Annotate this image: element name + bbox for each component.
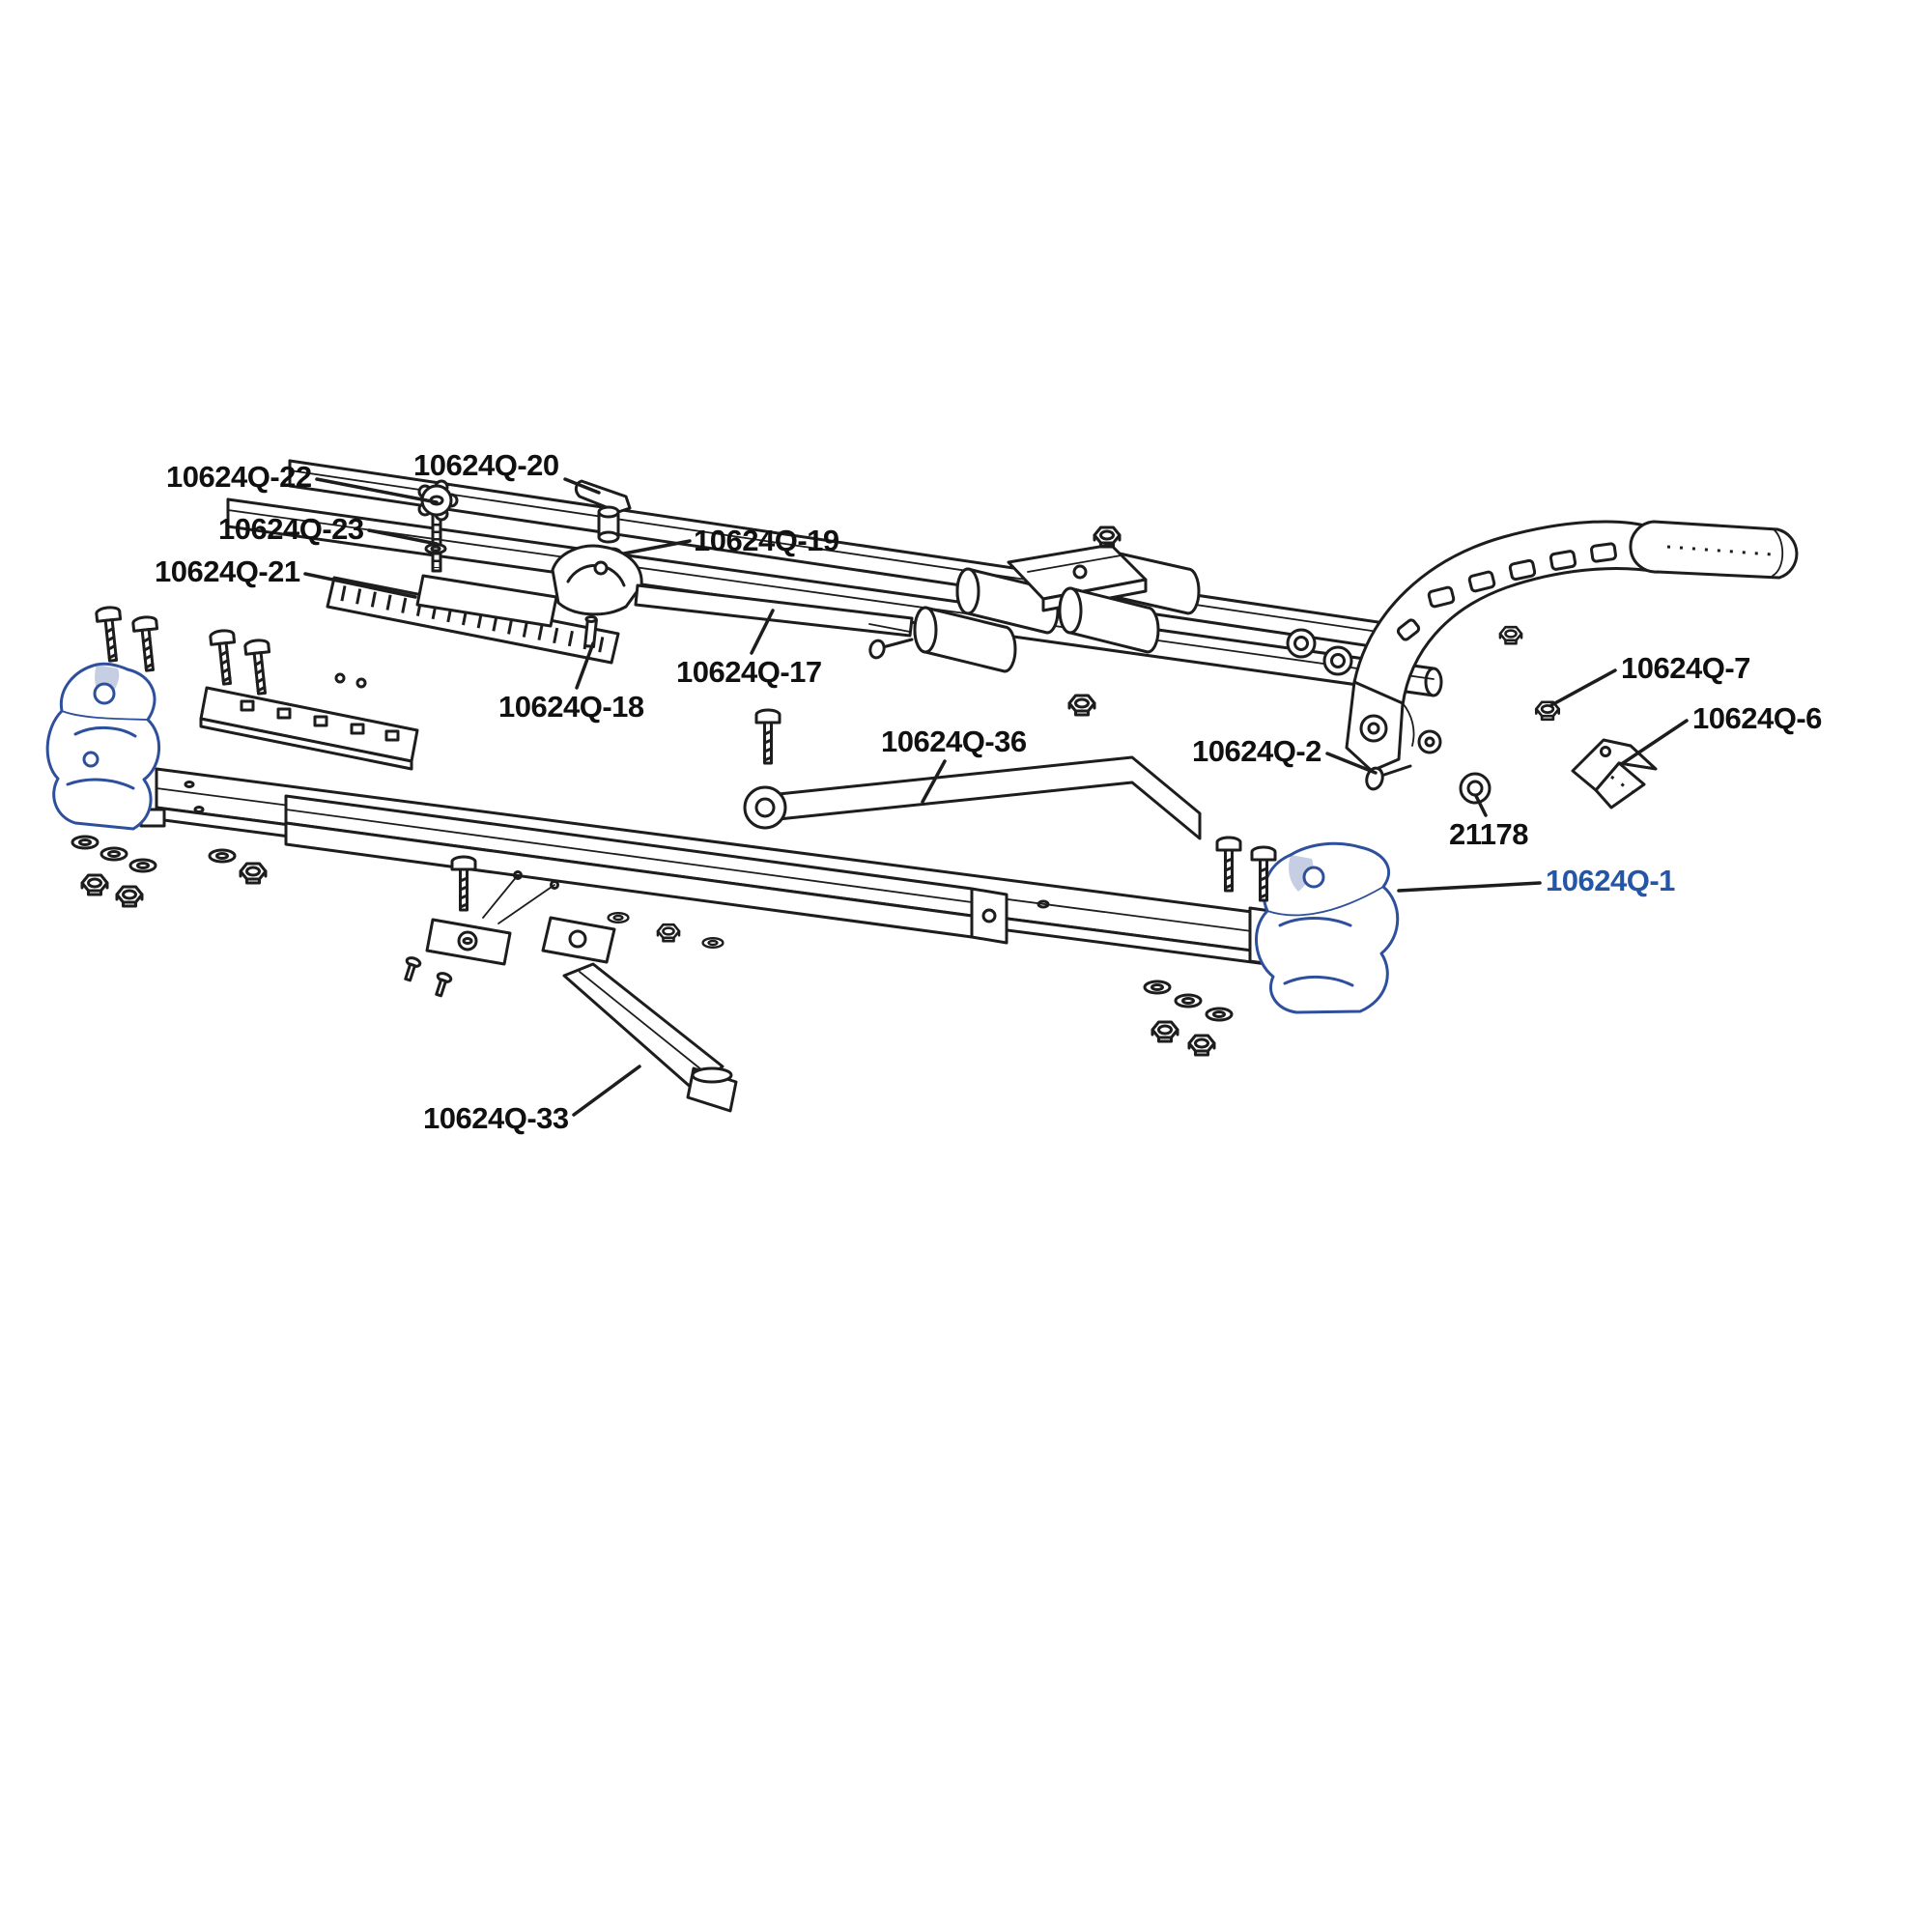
hex-bolt [208, 628, 241, 687]
hex-bolt [130, 614, 163, 673]
part-label-10624Q-2: 10624Q-2 [1192, 734, 1321, 768]
leader-10624Q-20 [563, 477, 601, 495]
washer [1174, 993, 1203, 1009]
washer [208, 848, 237, 864]
side-support-right-10624Q-1 [1255, 841, 1400, 1014]
leader-10624Q-36 [921, 759, 947, 804]
part-label-10624Q-33: 10624Q-33 [423, 1101, 569, 1135]
hex-bolt [754, 708, 781, 765]
protractor-head [551, 544, 643, 616]
part-label-10624Q-6: 10624Q-6 [1692, 701, 1822, 735]
washer [701, 937, 724, 949]
hex-nut [80, 873, 109, 896]
swing-arm-36 [743, 755, 1202, 840]
hole-plate [199, 672, 419, 771]
hex-nut [1151, 1020, 1179, 1043]
washer [128, 858, 157, 873]
leader-10624Q-18 [575, 641, 595, 690]
bearing-ring [1322, 645, 1353, 676]
washer [99, 846, 128, 862]
leader-10624Q-23 [367, 528, 439, 546]
bolt-2 [1365, 764, 1412, 791]
hex-nut [1067, 694, 1096, 717]
leader-10624Q-7 [1549, 668, 1617, 707]
leader-lines [303, 477, 1689, 1117]
washer [607, 912, 630, 923]
handle-arm [1352, 520, 1660, 707]
hex-bolt [242, 638, 275, 696]
breaker-foot-6 [1571, 738, 1658, 810]
washer [71, 835, 99, 850]
side-support-left [45, 662, 161, 831]
part-label-10624Q-18: 10624Q-18 [498, 690, 644, 724]
hex-nut [1093, 526, 1122, 549]
hex-nut [239, 862, 268, 885]
washer-21178 [1459, 772, 1492, 805]
washer [1205, 1007, 1234, 1022]
screw [399, 954, 423, 983]
part-label-10624Q-1-highlighted: 10624Q-1 [1546, 864, 1675, 897]
part-label-10624Q-22: 10624Q-22 [166, 460, 312, 494]
part-label-10624Q-7: 10624Q-7 [1621, 651, 1750, 685]
part-label-10624Q-23: 10624Q-23 [218, 512, 364, 546]
leader-10624Q-21 [303, 572, 417, 599]
roller [1058, 586, 1160, 654]
hex-nut [1187, 1034, 1216, 1057]
washer-23 [424, 543, 447, 554]
hex-bolt [94, 605, 127, 664]
caster-bracket [425, 874, 555, 966]
support-leg-33 [541, 916, 738, 1113]
part-label-10624Q-17: 10624Q-17 [676, 655, 822, 689]
handle-assembly [1345, 520, 1799, 773]
hex-nut [1498, 625, 1523, 645]
washer [1143, 980, 1172, 995]
screw [430, 970, 454, 999]
part-label-10624Q-19: 10624Q-19 [694, 524, 839, 557]
part-label-10624Q-21: 10624Q-21 [155, 554, 300, 588]
leader-10624Q-22 [315, 477, 439, 504]
pivot-pin-18 [583, 615, 598, 648]
main-beam [284, 794, 1009, 945]
leader-10624Q-2 [1325, 752, 1378, 775]
part-label-10624Q-36: 10624Q-36 [881, 724, 1027, 758]
part-label-10624Q-20: 10624Q-20 [413, 448, 559, 482]
leader-10624Q-33 [572, 1065, 641, 1117]
leader-10624Q-1 [1397, 881, 1542, 893]
roller [913, 606, 1017, 673]
leader-10624Q-19 [622, 539, 692, 555]
bearing-ring [1286, 628, 1317, 659]
handle-pivot-fork [1345, 680, 1442, 773]
hex-nut [656, 923, 681, 943]
roller-carriage [868, 526, 1353, 676]
carriage-bolt [868, 638, 914, 660]
hex-bolt [450, 855, 477, 912]
hex-nut [115, 885, 144, 908]
handle-grip [1629, 520, 1799, 580]
leader-10624Q-6 [1621, 719, 1689, 765]
leader-21178 [1474, 794, 1488, 817]
guide-bracket [415, 574, 558, 628]
part-label-21178: 21178 [1449, 817, 1529, 851]
leader-10624Q-17 [750, 609, 775, 655]
hex-bolt [1215, 836, 1242, 893]
